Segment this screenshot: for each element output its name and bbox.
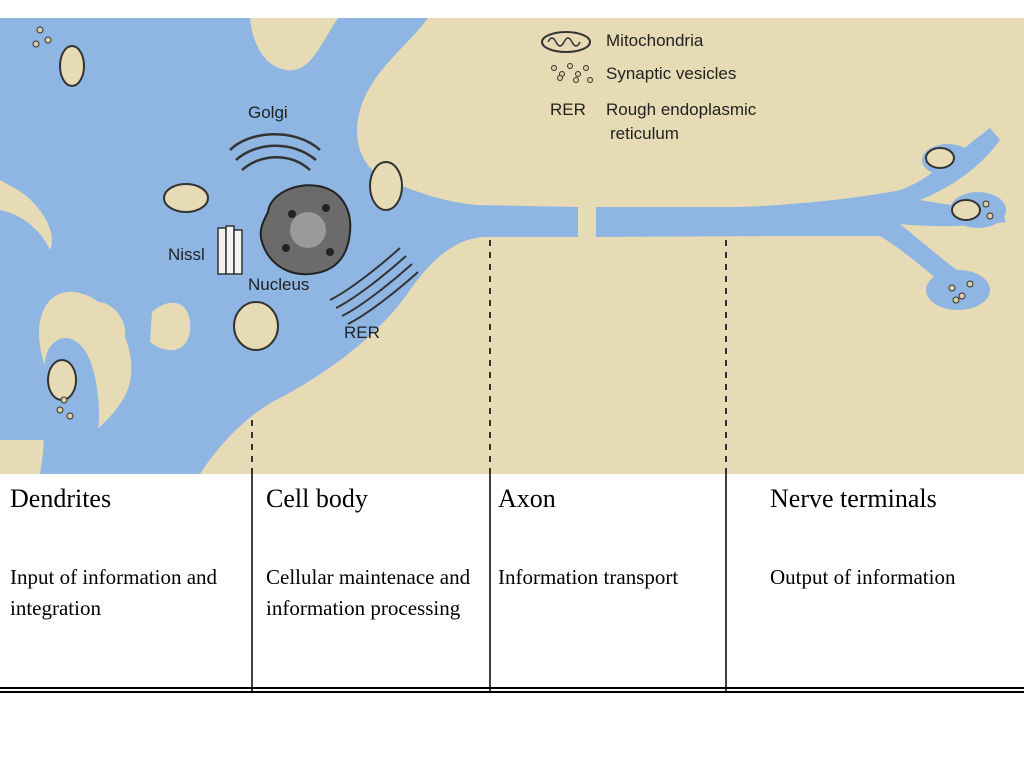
region-title: Cell body [266,484,368,513]
region-title: Axon [498,484,556,513]
region-axon: Axon Information transport [498,474,724,684]
nucleus-shape [259,184,352,276]
region-dendrites: Dendrites Input of information and integ… [10,474,242,684]
region-title: Dendrites [10,484,112,513]
nissl-label: Nissl [168,245,205,264]
mitochondria-shapes [47,45,981,401]
region-description: Input of information and integration [10,565,218,620]
synaptic-vesicle-dots [32,26,994,420]
legend-rer-line2: reticulum [610,124,679,143]
golgi-label: Golgi [248,103,288,122]
legend-rer-abbrev: RER [550,100,586,119]
region-table: Dendrites Input of information and integ… [0,474,1024,694]
region-description: Information transport [498,565,679,589]
region-boundary-lines [251,240,727,474]
legend: Mitochondria Synaptic vesicles RER Rough… [541,31,757,143]
region-description: Output of information [770,565,956,589]
region-description: Cellular maintenace and information proc… [266,565,471,620]
legend-synaptic-vesicles-label: Synaptic vesicles [606,64,736,83]
region-cell-body: Cell body Cellular maintenace and inform… [266,474,480,684]
mitochondria-legend-icon [541,31,591,53]
nucleus-label: Nucleus [248,275,309,294]
golgi-shape [229,133,321,171]
dendrite-cutouts [79,18,322,364]
legend-rer-line1: Rough endoplasmic [606,100,757,119]
region-nerve-terminals: Nerve terminals Output of information [770,474,1020,684]
legend-mitochondria-label: Mitochondria [606,31,704,50]
rer-label: RER [344,323,380,342]
table-frame [0,474,1024,693]
region-title: Nerve terminals [770,484,937,513]
nissl-shape [217,225,243,275]
synaptic-vesicles-legend-icon [551,63,593,83]
rer-shape [329,247,419,325]
